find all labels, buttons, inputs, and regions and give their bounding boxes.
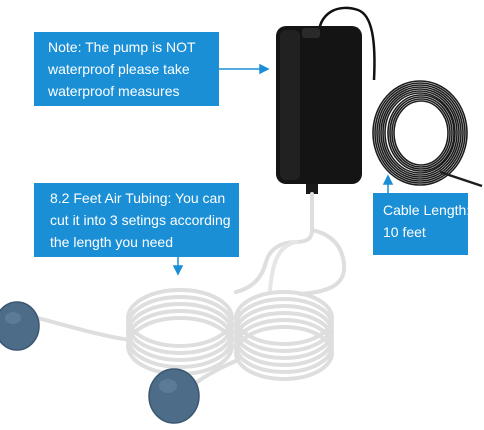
note-line-2: waterproof please take [48, 61, 190, 77]
note-callout: Note: The pump is NOT waterproof please … [34, 32, 219, 106]
callout-pointers [172, 63, 394, 276]
tubing-callout: 8.2 Feet Air Tubing: You can cut it into… [34, 183, 239, 257]
note-line-1: Note: The pump is NOT [48, 39, 196, 55]
tubing-line-2: cut it into 3 setings according [50, 212, 231, 228]
air-stone-icon [0, 301, 40, 351]
power-cable-coil-icon [372, 80, 483, 188]
tubing-line-1: 8.2 Feet Air Tubing: You can [50, 190, 226, 206]
cable-line-1: Cable Length: [383, 202, 471, 218]
tubing-line-3: the length you need [50, 234, 173, 250]
cable-callout: Cable Length: 10 feet [373, 193, 471, 255]
note-line-3: waterproof measures [48, 83, 180, 99]
air-stone-icon [148, 368, 200, 424]
air-pump-icon [276, 26, 362, 194]
pump-cable [316, 6, 376, 81]
cable-line-2: 10 feet [383, 224, 426, 240]
